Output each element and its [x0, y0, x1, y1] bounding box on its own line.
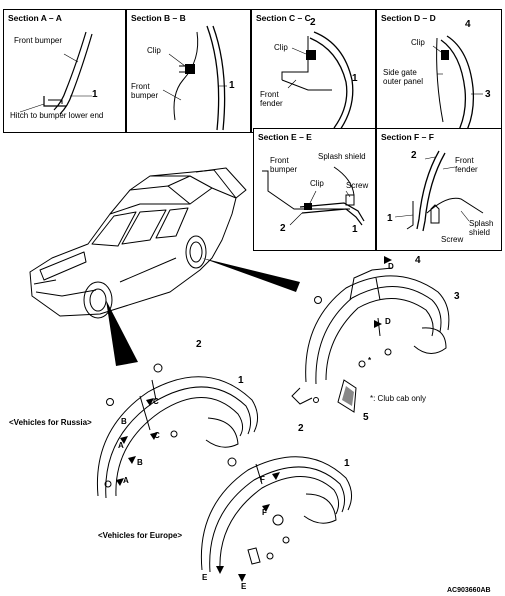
- section-a-marker-bottom: A: [123, 476, 129, 485]
- section-d-d-drawing: [432, 35, 483, 131]
- section-f-marker-bottom: F: [262, 508, 267, 517]
- front-bumper-label-line2: bumper: [270, 165, 298, 174]
- screw-label: Screw: [441, 235, 464, 244]
- front-bumper-label: Front bumper: [14, 36, 63, 45]
- front-fender-label-line1: Front: [260, 90, 279, 99]
- pickup-truck-illustration: [29, 167, 247, 319]
- part-number-1: 1: [92, 89, 98, 100]
- front-liner-europe: [200, 456, 352, 573]
- section-c-c-panel: Section C – C 2 Clip 1 Front fender: [251, 9, 376, 133]
- part-number-2: 2: [196, 339, 202, 350]
- section-c-marker-bottom: C: [154, 431, 160, 440]
- section-e-e-title: Section E – E: [258, 132, 312, 142]
- figure-code: AC903660AB: [447, 587, 491, 594]
- section-d-marker-top: D: [388, 262, 394, 271]
- clip-label: Clip: [411, 38, 425, 47]
- part-number-1: 1: [352, 224, 358, 235]
- side-gate-label-line1: Side gate: [383, 68, 417, 77]
- section-e-marker-left: E: [202, 573, 208, 582]
- part-number-1: 1: [344, 458, 350, 469]
- part-number-3: 3: [485, 89, 491, 100]
- part-number-1: 1: [387, 213, 393, 224]
- section-f-f-title: Section F – F: [381, 132, 434, 142]
- section-e-marker-right: E: [241, 582, 247, 591]
- front-bumper-label-line1: Front: [131, 82, 150, 91]
- rear-wheelhouse-liner: [291, 267, 450, 405]
- part-number-4: 4: [415, 255, 421, 266]
- section-c-c-drawing: [281, 31, 354, 131]
- part-number-2: 2: [411, 150, 417, 161]
- section-b-marker-bottom: B: [137, 458, 143, 467]
- section-e-e-panel: Section E – E Front bumper Splash shield…: [253, 128, 376, 251]
- front-fender-label-line2: fender: [455, 165, 478, 174]
- part-number-5: 5: [363, 412, 369, 423]
- part-number-2: 2: [280, 223, 286, 234]
- section-a-a-drawing: [19, 31, 93, 115]
- section-a-a-panel: Section A – A Front bumper 1 Hitch to bu…: [3, 9, 126, 133]
- vehicles-for-europe-label: <Vehicles for Europe>: [98, 531, 183, 540]
- section-b-b-drawing: [162, 25, 227, 131]
- clip-label: Clip: [274, 43, 288, 52]
- section-d-d-panel: Section D – D 4 Clip Side gate outer pan…: [376, 9, 502, 133]
- club-cab-asterisk: *: [368, 356, 372, 365]
- splash-piece-shade: [342, 386, 354, 406]
- side-gate-label-line2: outer panel: [383, 77, 424, 86]
- splash-shield-label-line2: shield: [469, 228, 490, 237]
- part-number-1: 1: [238, 375, 244, 386]
- front-liner-russia: [96, 363, 258, 499]
- section-d-d-title: Section D – D: [381, 13, 436, 23]
- front-bumper-label-line1: Front: [270, 156, 289, 165]
- section-a-a-title: Section A – A: [8, 13, 62, 23]
- section-b-b-panel: Section B – B Clip 1 Front bumper: [126, 9, 251, 133]
- section-b-marker-top: B: [121, 417, 127, 426]
- section-c-marker-top: C: [153, 397, 159, 406]
- front-bumper-label-line2: bumper: [131, 91, 159, 100]
- front-fender-label-line1: Front: [455, 156, 474, 165]
- section-b-b-title: Section B – B: [131, 13, 186, 23]
- vehicles-for-russia-label: <Vehicles for Russia>: [9, 418, 92, 427]
- section-f-marker-top: F: [260, 475, 265, 484]
- part-number-1: 1: [229, 80, 235, 91]
- part-number-2: 2: [310, 17, 316, 28]
- splash-shield-label-line1: Splash: [469, 219, 494, 228]
- section-c-c-title: Section C – C: [256, 13, 311, 23]
- front-wheel-pointer: [106, 300, 138, 366]
- part-number-1: 1: [352, 73, 358, 84]
- club-cab-note: *: Club cab only: [370, 394, 427, 403]
- clip-label: Clip: [147, 46, 161, 55]
- part-number-4: 4: [465, 19, 471, 30]
- splash-shield-label: Splash shield: [318, 152, 366, 161]
- section-a-marker-top: A: [118, 441, 124, 450]
- section-f-f-drawing: [394, 150, 484, 232]
- section-e-e-drawing: [262, 166, 365, 226]
- section-f-f-panel: Section F – F 2 Front fender 1 Splash sh…: [376, 128, 502, 251]
- splash-piece: [337, 379, 357, 413]
- hitch-label: Hitch to bumper lower end: [10, 111, 104, 120]
- front-fender-label-line2: fender: [260, 99, 283, 108]
- section-d-marker-bottom: D: [385, 317, 391, 326]
- part-number-2: 2: [298, 423, 304, 434]
- rear-wheel-pointer: [202, 258, 300, 292]
- clip-label: Clip: [310, 179, 324, 188]
- part-number-3: 3: [454, 291, 460, 302]
- screw-label: Screw: [346, 181, 369, 190]
